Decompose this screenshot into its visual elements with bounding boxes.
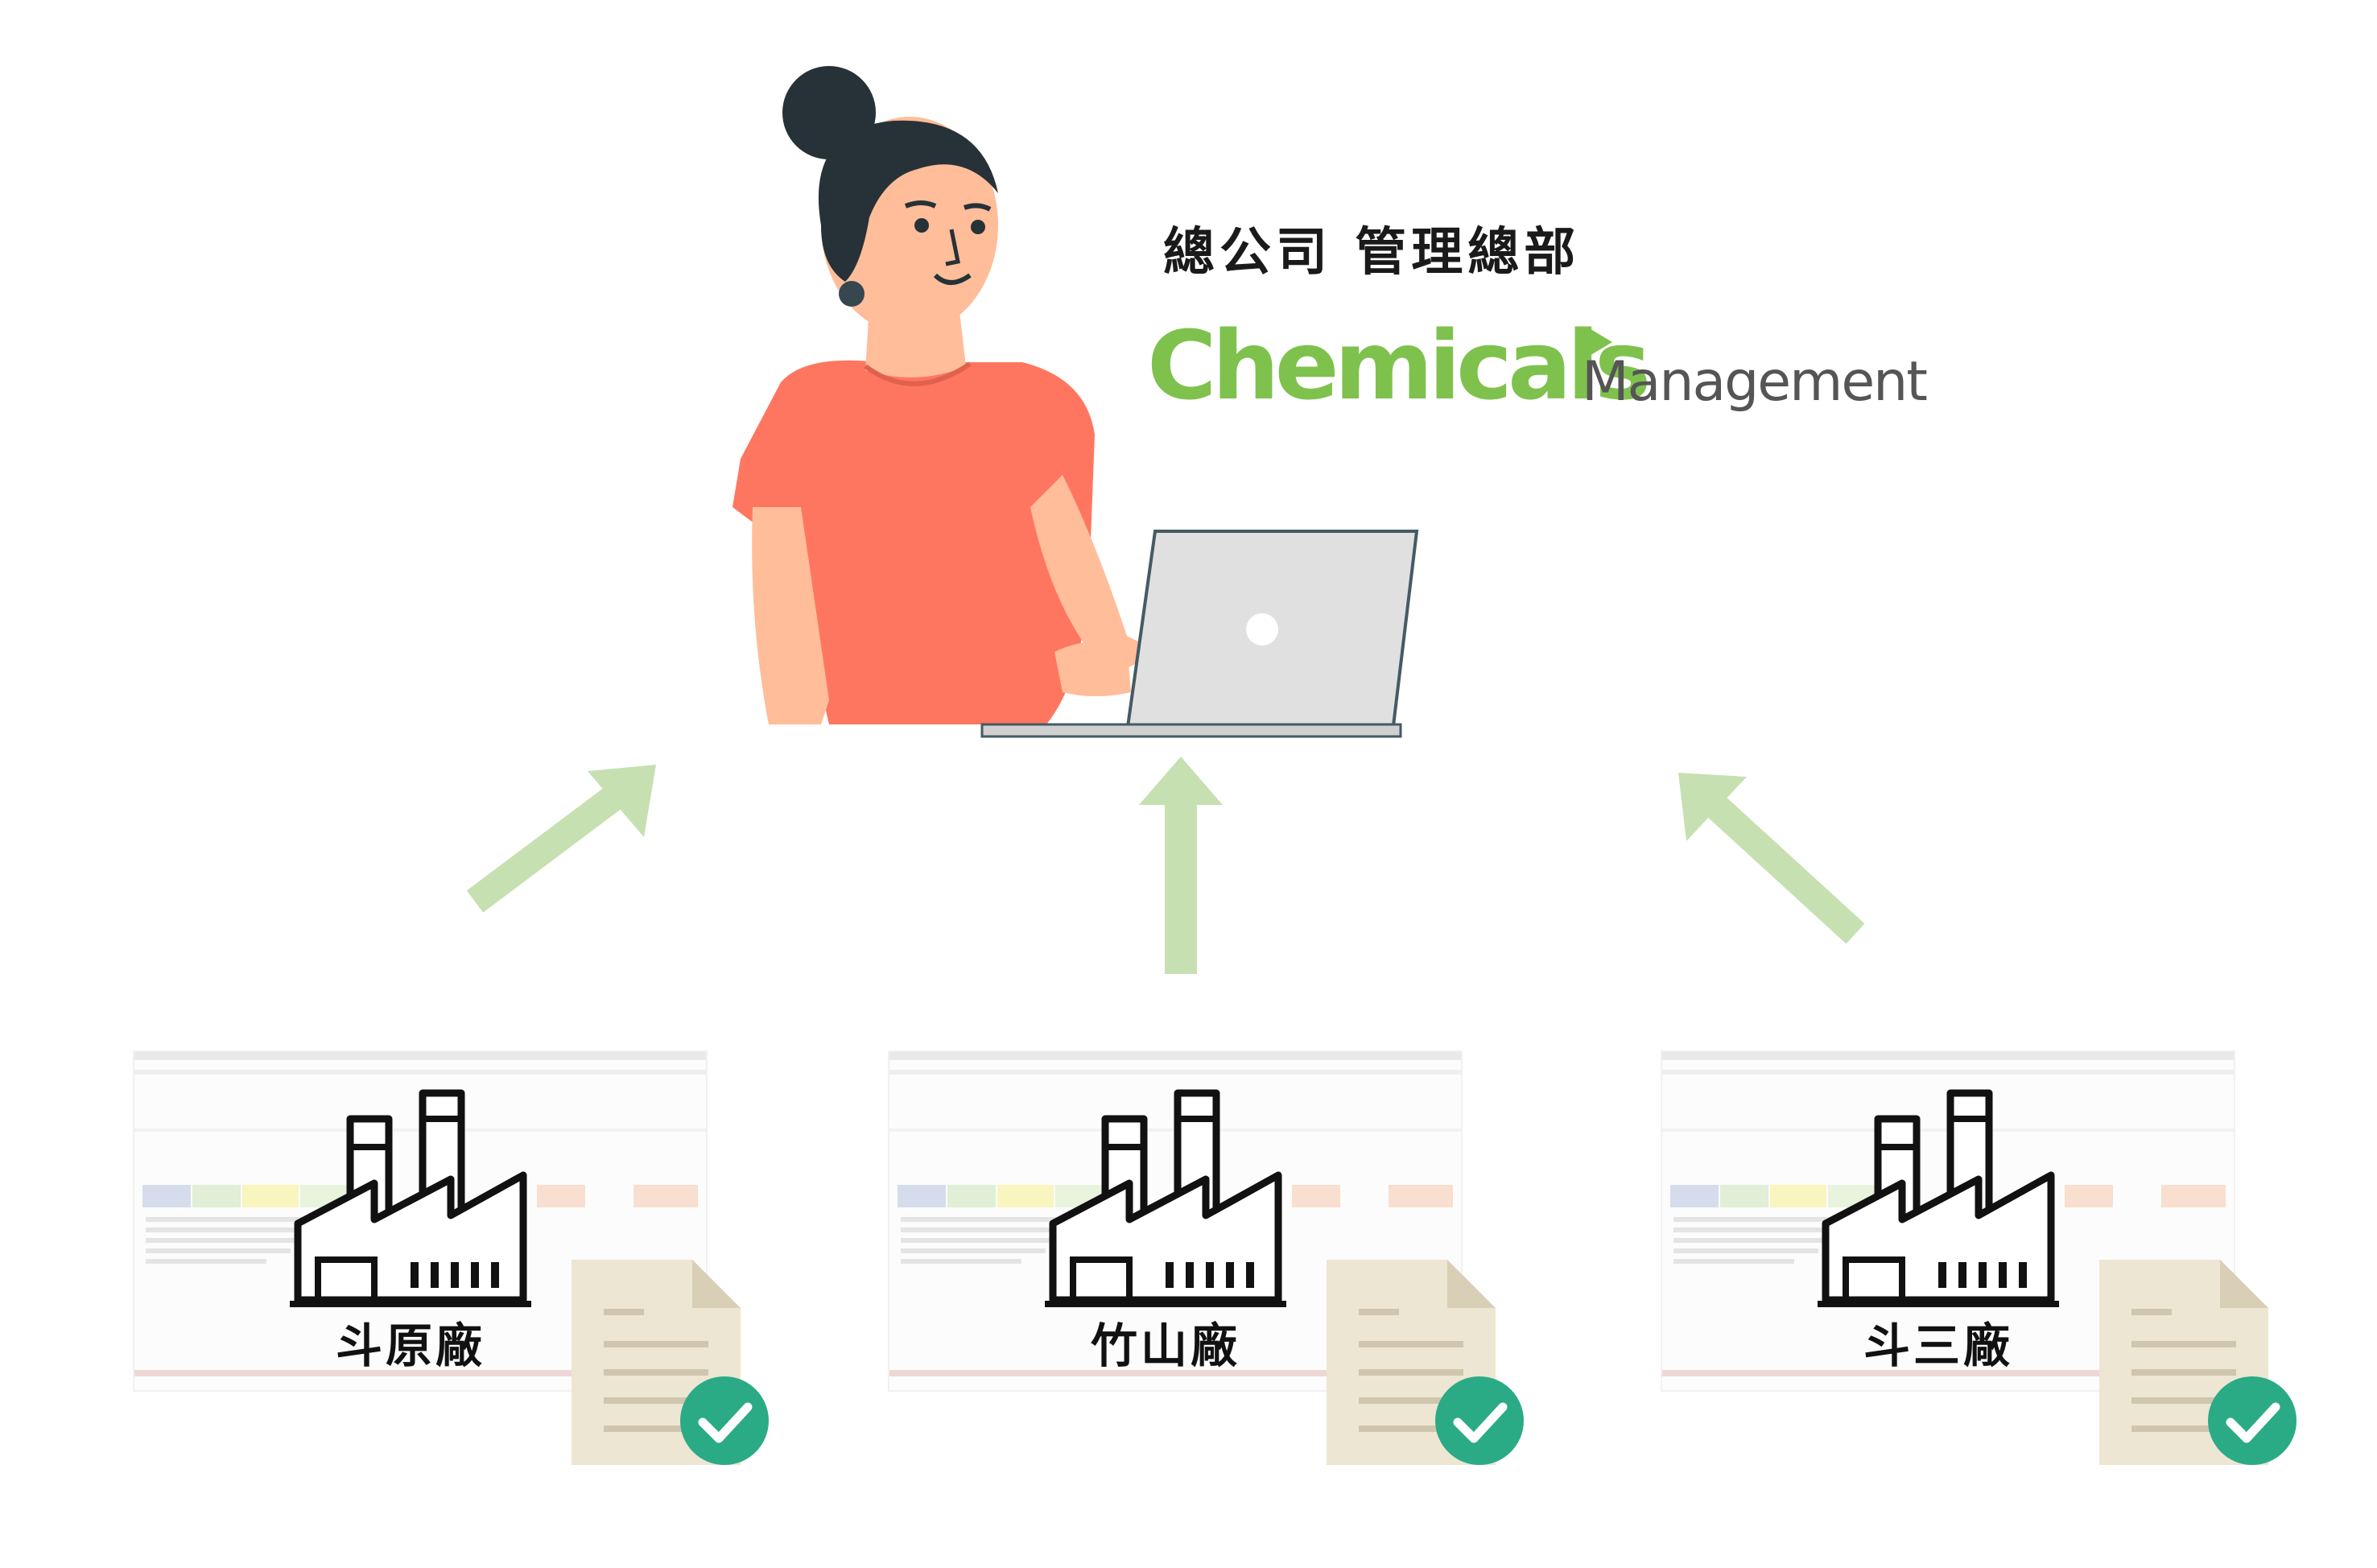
plant-zhushan: 竹山廠: [888, 1050, 1548, 1485]
check-circle-icon: [1435, 1376, 1524, 1465]
logo-main-text: Chemicals: [1147, 310, 1651, 421]
plant-dousan: 斗三廠: [1661, 1050, 2321, 1485]
factory-icon: [1045, 1089, 1286, 1307]
logo-sub-text: Management: [1582, 350, 1928, 414]
headquarters-title: 總公司 管理總部: [1163, 223, 1581, 283]
arrow-right-to-hq: [1678, 773, 1865, 944]
factory-icon: [1818, 1089, 2059, 1307]
plant-douyuan: 斗原廠: [133, 1050, 793, 1485]
plant-label: 斗原廠: [335, 1318, 485, 1373]
factory-icon: [290, 1089, 531, 1307]
check-circle-icon: [680, 1376, 769, 1465]
plant-label: 竹山廠: [1090, 1318, 1240, 1373]
arrow-center-to-hq: [1139, 757, 1223, 974]
plant-label: 斗三廠: [1863, 1318, 2013, 1373]
arrow-left-to-hq: [466, 765, 656, 913]
check-circle-icon: [2208, 1376, 2297, 1465]
person-illustration: [732, 66, 1419, 738]
logo-triangle-icon: [1588, 328, 1612, 357]
chemicals-management-logo: Chemicals Management: [1147, 310, 1952, 431]
